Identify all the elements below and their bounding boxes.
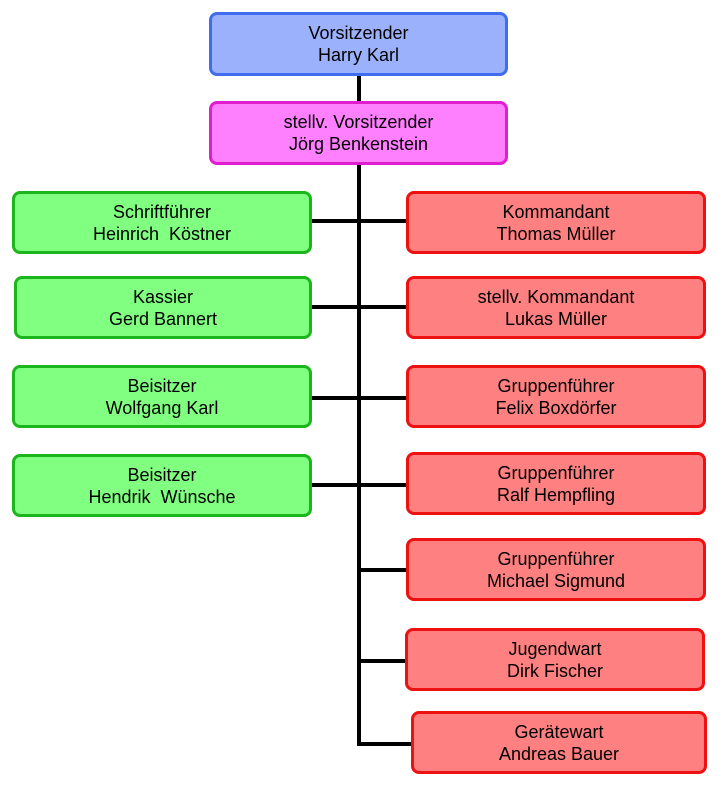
connector-right-6 xyxy=(359,659,407,663)
right-role-5: Gruppenführer xyxy=(497,548,615,569)
trunk-line xyxy=(357,74,361,746)
right-name-6: Dirk Fischer xyxy=(506,660,603,681)
vice-chairman-box: stellv. Vorsitzender Jörg Benkenstein xyxy=(209,101,508,165)
connector-right-4 xyxy=(359,483,407,487)
left-box-4: Beisitzer Hendrik Wünsche xyxy=(12,454,312,517)
connector-right-2 xyxy=(359,305,407,309)
right-role-4: Gruppenführer xyxy=(497,462,615,483)
right-box-1: Kommandant Thomas Müller xyxy=(406,191,706,254)
right-role-3: Gruppenführer xyxy=(497,375,615,396)
right-name-1: Thomas Müller xyxy=(496,223,616,244)
right-name-2: Lukas Müller xyxy=(504,308,608,329)
left-box-1: Schriftführer Heinrich Köstner xyxy=(12,191,312,254)
connector-right-3 xyxy=(359,396,407,400)
right-box-7: Gerätewart Andreas Bauer xyxy=(411,711,707,774)
vice-chairman-name: Jörg Benkenstein xyxy=(288,134,429,154)
right-box-2: stellv. Kommandant Lukas Müller xyxy=(406,276,706,339)
connector-left-3 xyxy=(311,396,359,400)
right-box-3: Gruppenführer Felix Boxdörfer xyxy=(406,365,706,428)
connector-left-4 xyxy=(311,483,359,487)
right-role-6: Jugendwart xyxy=(508,638,602,659)
left-name-4: Hendrik Wünsche xyxy=(88,486,236,507)
right-name-5: Michael Sigmund xyxy=(486,570,626,591)
right-role-7: Gerätewart xyxy=(514,721,604,742)
chairman-role: Vorsitzender xyxy=(308,23,409,43)
right-box-6: Jugendwart Dirk Fischer xyxy=(405,628,705,691)
vice-chairman-role: stellv. Vorsitzender xyxy=(283,112,434,132)
left-box-3: Beisitzer Wolfgang Karl xyxy=(12,365,312,428)
chairman-box: Vorsitzender Harry Karl xyxy=(209,12,508,76)
right-box-4: Gruppenführer Ralf Hempfling xyxy=(406,452,706,515)
right-box-5: Gruppenführer Michael Sigmund xyxy=(406,538,706,601)
left-role-4: Beisitzer xyxy=(127,464,197,485)
left-role-2: Kassier xyxy=(132,286,194,307)
connector-right-5 xyxy=(359,568,407,572)
right-name-3: Felix Boxdörfer xyxy=(495,397,617,418)
connector-left-2 xyxy=(311,305,359,309)
left-role-1: Schriftführer xyxy=(112,201,212,222)
chairman-name: Harry Karl xyxy=(317,45,399,65)
right-name-4: Ralf Hempfling xyxy=(496,484,616,505)
left-box-2: Kassier Gerd Bannert xyxy=(14,276,312,339)
connector-right-1 xyxy=(359,219,407,223)
right-role-1: Kommandant xyxy=(502,201,610,222)
left-name-1: Heinrich Köstner xyxy=(92,223,232,244)
connector-left-1 xyxy=(311,219,359,223)
right-role-2: stellv. Kommandant xyxy=(477,286,635,307)
right-name-7: Andreas Bauer xyxy=(498,743,620,764)
connector-right-7 xyxy=(359,742,412,746)
left-name-2: Gerd Bannert xyxy=(108,308,218,329)
left-name-3: Wolfgang Karl xyxy=(105,397,219,418)
left-role-3: Beisitzer xyxy=(127,375,197,396)
